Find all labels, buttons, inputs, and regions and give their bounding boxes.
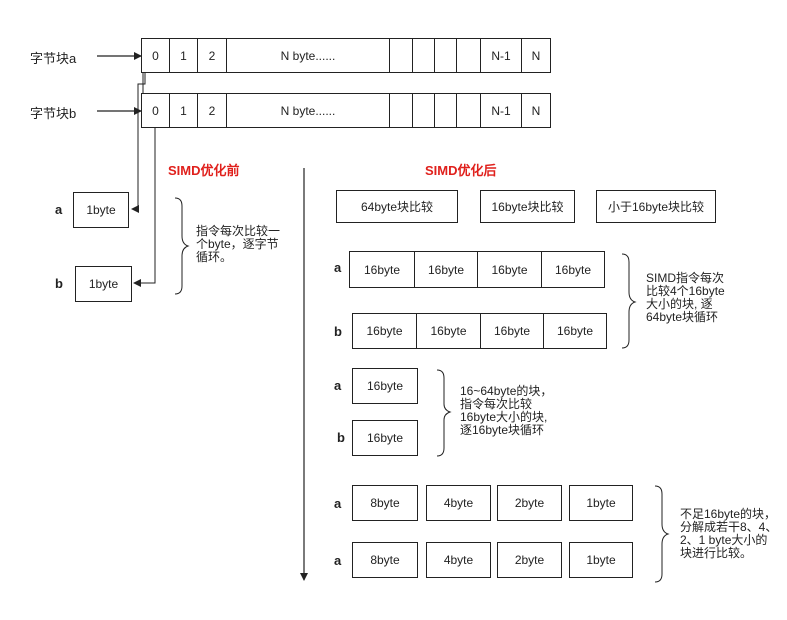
row-b-cell-empty-4 xyxy=(456,93,481,128)
row-b-cell-empty-2 xyxy=(412,93,435,128)
g1-b-cell-2: 16byte xyxy=(416,313,481,349)
row-b-cell-0: 0 xyxy=(141,93,170,128)
g1-note: SIMD指令每次 比较4个16byte 大小的块, 逐 64byte块循环 xyxy=(646,271,725,324)
left-box-a: 1byte xyxy=(73,192,129,228)
row-a-cell-empty-2 xyxy=(412,38,435,73)
row-b-cell-n-bytes: N byte...... xyxy=(226,93,390,128)
row-a-cell-0: 0 xyxy=(141,38,170,73)
header-under-16byte: 小于16byte块比较 xyxy=(596,190,716,223)
left-note: 指令每次比较一 个byte，逐字节 循环。 xyxy=(196,224,281,264)
row-a-cell-n-bytes: N byte...... xyxy=(226,38,390,73)
title-after-simd: SIMD优化后 xyxy=(425,163,497,178)
header-16byte: 16byte块比较 xyxy=(480,190,575,223)
row-a-cell-empty-4 xyxy=(456,38,481,73)
left-label-a: a xyxy=(55,202,63,217)
g1-a-cell-1: 16byte xyxy=(349,251,415,288)
row-b-label: 字节块b xyxy=(30,106,77,121)
row-b-cell-empty-1 xyxy=(389,93,413,128)
g3-a1-cell-1byte: 1byte xyxy=(569,485,633,521)
row-a-cell-empty-1 xyxy=(389,38,413,73)
row-a-cell-n: N xyxy=(521,38,551,73)
g2-note: 16~64byte的块， 指令每次比较 16byte大小的块, 逐16byte块… xyxy=(460,384,553,437)
left-box-b: 1byte xyxy=(75,266,132,302)
connector-row-b-to-box-b xyxy=(133,128,156,287)
connector-row-a-to-box-a xyxy=(131,73,146,213)
g3-a1-cell-4byte: 4byte xyxy=(426,485,491,521)
row-a-cell-2: 2 xyxy=(197,38,227,73)
g3-label-a1: a xyxy=(334,496,342,511)
brace-left xyxy=(174,197,190,295)
g3-a2-cell-1byte: 1byte xyxy=(569,542,633,578)
g1-a-cell-2: 16byte xyxy=(414,251,478,288)
g1-a-cell-4: 16byte xyxy=(541,251,605,288)
g1-b-cell-4: 16byte xyxy=(543,313,607,349)
g3-a1-cell-2byte: 2byte xyxy=(497,485,562,521)
g3-a1-cell-8byte: 8byte xyxy=(352,485,418,521)
g1-label-b: b xyxy=(334,324,342,339)
g2-b-cell: 16byte xyxy=(352,420,418,456)
g1-label-a: a xyxy=(334,260,342,275)
title-before-simd: SIMD优化前 xyxy=(168,163,240,178)
header-64byte: 64byte块比较 xyxy=(336,190,458,223)
row-a-cell-n-minus-1: N-1 xyxy=(480,38,522,73)
row-b-cell-n-minus-1: N-1 xyxy=(480,93,522,128)
g2-label-a: a xyxy=(334,378,342,393)
brace-g1 xyxy=(621,253,637,349)
g1-b-cell-1: 16byte xyxy=(352,313,417,349)
g3-a2-cell-2byte: 2byte xyxy=(497,542,562,578)
row-b-cell-empty-3 xyxy=(434,93,457,128)
row-a-cell-1: 1 xyxy=(169,38,198,73)
row-b-cell-2: 2 xyxy=(197,93,227,128)
g2-a-cell: 16byte xyxy=(352,368,418,404)
brace-g2 xyxy=(436,369,452,457)
g3-label-a2: a xyxy=(334,553,342,568)
g1-b-cell-3: 16byte xyxy=(480,313,544,349)
row-b-cell-1: 1 xyxy=(169,93,198,128)
left-label-b: b xyxy=(55,276,63,291)
row-b-cell-n: N xyxy=(521,93,551,128)
brace-g3 xyxy=(654,485,670,583)
g3-note: 不足16byte的块， 分解成若干8、4、 2、1 byte大小的 块进行比较。 xyxy=(680,507,778,560)
row-a-cell-empty-3 xyxy=(434,38,457,73)
g3-a2-cell-4byte: 4byte xyxy=(426,542,491,578)
g1-a-cell-3: 16byte xyxy=(477,251,542,288)
g2-label-b: b xyxy=(337,430,345,445)
row-a-label: 字节块a xyxy=(30,51,77,66)
g3-a2-cell-8byte: 8byte xyxy=(352,542,418,578)
